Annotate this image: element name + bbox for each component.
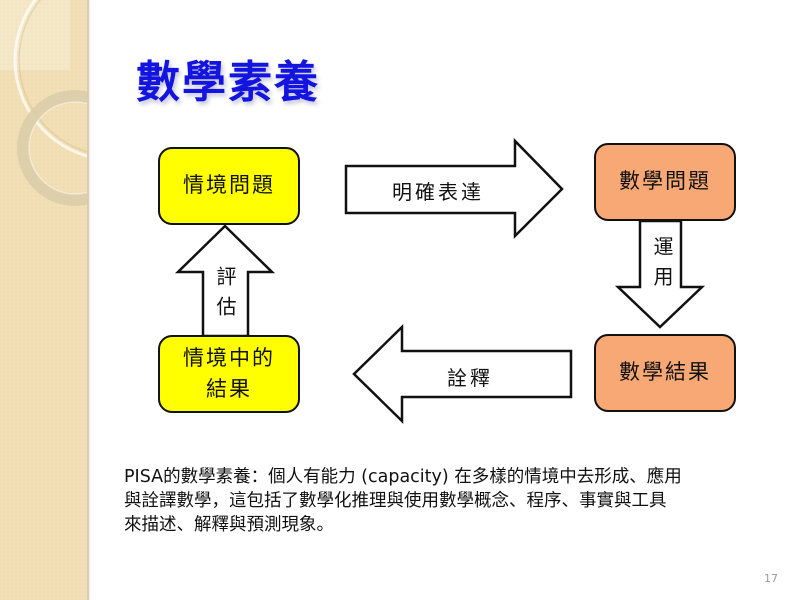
node-real-result-line2: 結果 [206, 377, 252, 401]
node-real-problem-label: 情境問題 [183, 173, 275, 198]
pisa-definition-line: 來描述、解釋與預測現象。 [124, 515, 334, 535]
node-math-problem: 數學問題 [594, 143, 736, 221]
slide-title: 數學素養 [136, 57, 320, 108]
node-real-result-line1: 情境中的 [183, 345, 275, 370]
node-math-result-label: 數學結果 [619, 360, 711, 385]
evaluate-label: 評估 [213, 266, 237, 326]
pisa-definition-line: 與詮譯數學，這包括了數學化推理與使用數學概念、程序、事實與工具 [124, 491, 667, 511]
employ-label: 運用 [650, 236, 674, 296]
formulate-arrow [344, 137, 564, 240]
decorative-circles-icon [0, 0, 87, 206]
node-real-result: 情境中的 結果 [158, 335, 300, 413]
formulate-label: 明確表達 [392, 180, 484, 204]
page-number: 17 [764, 572, 778, 585]
node-math-result: 數學結果 [594, 334, 736, 412]
interpret-arrow [352, 324, 573, 424]
node-real-problem: 情境問題 [158, 147, 300, 225]
interpret-label: 詮釋 [447, 366, 493, 390]
pisa-definition: PISA的數學素養：個人有能力 (capacity) 在多樣的情境中去形成、應用… [124, 465, 754, 537]
decorative-sidebar [0, 0, 89, 600]
node-math-problem-label: 數學問題 [619, 169, 711, 194]
employ-arrow [614, 219, 706, 329]
pisa-definition-line: PISA的數學素養：個人有能力 (capacity) 在多樣的情境中去形成、應用 [124, 467, 682, 487]
